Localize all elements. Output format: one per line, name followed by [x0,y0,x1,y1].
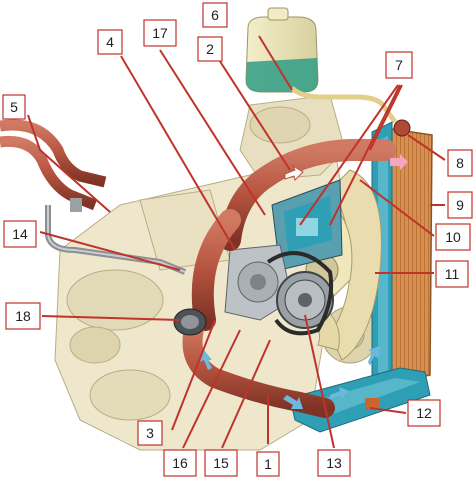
label-3-box: 3 [137,420,163,446]
label-15-box: 15 [204,449,238,477]
callout-labels: 1 2 3 4 5 6 7 8 9 10 11 12 13 14 15 16 1… [2,2,473,477]
label-18-box: 18 [5,302,41,330]
outlet-pipe [173,308,207,336]
crankshaft-pulley [266,251,334,336]
label-15: 15 [213,455,229,471]
label-6-box: 6 [202,2,228,28]
label-10: 10 [445,229,461,245]
callout-leaders [27,35,446,449]
label-1: 1 [264,456,272,472]
label-14: 14 [12,226,28,242]
label-3: 3 [146,425,154,441]
label-9: 9 [456,197,464,213]
label-16: 16 [172,455,188,471]
label-2-box: 2 [197,36,223,62]
label-7: 7 [395,57,403,73]
label-6: 6 [211,7,219,23]
label-12-box: 12 [407,399,441,427]
label-17: 17 [152,25,168,41]
label-8-box: 8 [447,149,473,177]
label-5-box: 5 [2,94,26,120]
label-10-box: 10 [435,223,471,251]
label-1-box: 1 [256,451,280,477]
label-14-box: 14 [3,220,37,248]
heater-hoses [0,119,187,275]
thermostat-assembly [271,179,343,271]
label-13-box: 13 [317,449,351,477]
label-11-box: 11 [435,260,469,288]
label-4: 4 [106,34,114,50]
label-2: 2 [206,41,214,57]
label-13: 13 [326,455,342,471]
label-16-box: 16 [163,449,197,477]
label-17-box: 17 [143,19,177,47]
label-18: 18 [15,308,31,324]
label-9-box: 9 [447,191,473,219]
coolant-flow-arrows [200,154,408,409]
label-8: 8 [456,155,464,171]
label-11: 11 [445,266,460,282]
label-12: 12 [416,405,432,421]
label-4-box: 4 [97,29,123,55]
label-7-box: 7 [385,51,413,79]
water-pump [224,244,293,321]
label-5: 5 [10,99,18,115]
expansion-tank [245,7,398,124]
